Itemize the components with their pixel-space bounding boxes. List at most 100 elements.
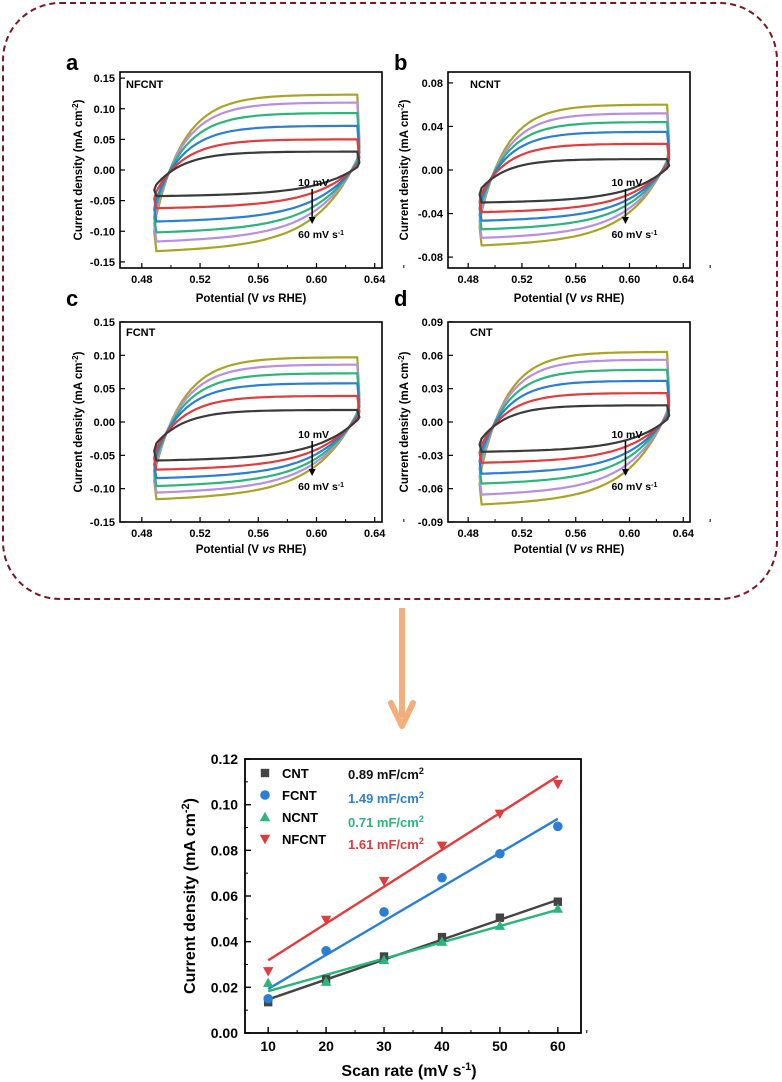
x-tick-label: 30 — [376, 1038, 392, 1054]
point-fcnt — [495, 848, 505, 859]
x-tick-label: 0.64 — [364, 528, 386, 540]
legend-marker-fcnt — [260, 790, 270, 800]
scan-rate-ylabel: Current density (mA cm-2) — [180, 798, 199, 994]
panel-c-curves — [153, 356, 361, 501]
y-tick-label: 0.09 — [422, 317, 443, 329]
cv-loop-20mv — [478, 142, 671, 214]
panel-a-title: NFCNT — [126, 79, 164, 91]
panel-b-xlabel: Potential (V vs RHE) — [514, 293, 625, 305]
point-nfcnt — [320, 915, 332, 926]
panel-d-annot-60mv: 60 mV s-1 — [611, 481, 657, 493]
point-fcnt — [437, 872, 447, 883]
cv-loop-10mv — [153, 150, 361, 198]
cv-loop-10mv — [153, 408, 361, 462]
x-tick-label: 0.60 — [619, 274, 640, 286]
y-tick-label: 0.15 — [94, 317, 115, 329]
panel-b-curves — [478, 103, 671, 247]
y-tick-label: -0.10 — [90, 484, 115, 496]
panel-b-annot-60mv: 60 mV s-1 — [611, 229, 657, 241]
point-fcnt — [553, 821, 563, 832]
y-tick-label: 0.04 — [422, 121, 444, 133]
y-tick-label: 0.06 — [422, 350, 443, 362]
point-ncnt — [320, 976, 332, 986]
y-tick-label: 0.15 — [94, 73, 115, 85]
y-tick-label: 0.06 — [211, 888, 238, 904]
x-tick-label: 10 — [260, 1038, 276, 1054]
capacitance-nfcnt: 1.61 mF/cm2 — [348, 836, 424, 852]
scan-rate-legend: CNT FCNT NCNT NFCNT 0.89 mF/cm2 1.49 mF/… — [259, 766, 424, 852]
y-tick-label: -0.05 — [90, 450, 115, 462]
y-tick-label: 0.00 — [211, 1025, 238, 1041]
legend-marker-nfcnt — [259, 834, 271, 845]
point-nfcnt — [494, 809, 506, 819]
point-ncnt — [378, 954, 390, 965]
panel-d-title: CNT — [470, 327, 493, 339]
panel-group-frame — [2, 2, 778, 600]
x-tick-label: 20 — [318, 1038, 334, 1054]
panel-a-curves — [153, 93, 361, 253]
scan-rate-xlabel: Scan rate (mV s-1) — [341, 1061, 476, 1080]
legend-label-ncnt: NCNT — [282, 810, 318, 825]
panel-b-title: NCNT — [470, 79, 501, 91]
scan-rate-axes — [244, 758, 582, 1034]
scan-arrow-head — [621, 217, 629, 224]
y-tick-label: 0.00 — [422, 417, 443, 429]
x-tick-label: 0.56 — [248, 528, 269, 540]
panel-d-axes — [447, 321, 691, 523]
panel-c-title: FCNT — [126, 327, 156, 339]
x-tick-label: 0.48 — [457, 528, 478, 540]
x-tick-label: 0.48 — [131, 528, 152, 540]
y-tick-label: 0.02 — [211, 979, 238, 995]
capacitance-cnt: 0.89 mF/cm2 — [348, 766, 424, 782]
panel-d-ylabel: Current density (mA cm-2) — [397, 351, 412, 492]
y-tick-label: 0.00 — [94, 417, 115, 429]
panel-letter-a: a — [66, 50, 79, 75]
panel-d-scan-arrow — [621, 441, 629, 476]
panel-a-axes — [119, 71, 383, 269]
point-ncnt — [552, 903, 564, 913]
panel-c-axes — [119, 321, 383, 523]
panel-b-ylabel: Current density (mA cm-2) — [397, 99, 412, 240]
x-tick-label: 0.48 — [131, 274, 152, 286]
y-tick-label: 0.10 — [94, 350, 115, 362]
y-tick-label: -0.03 — [418, 450, 443, 462]
scan-rate-fit-lines — [267, 775, 559, 1001]
x-tick-label: 0.64 — [364, 274, 386, 286]
capacitance-fcnt: 1.49 mF/cm2 — [348, 790, 424, 806]
capacitance-ncnt: 0.71 mF/cm2 — [348, 814, 424, 830]
panel-b-scan-arrow — [621, 189, 629, 224]
y-tick-label: 0.08 — [211, 842, 238, 858]
point-cnt — [553, 897, 563, 906]
y-tick-label: -0.08 — [418, 252, 443, 264]
fit-line-fcnt — [267, 817, 559, 990]
panel-c-annot-60mv: 60 mV s-1 — [298, 481, 344, 493]
panel-a-xlabel: Potential (V vs RHE) — [196, 293, 307, 305]
y-tick-label: 0.10 — [94, 104, 115, 116]
cv-loop-10mv — [478, 404, 671, 453]
point-nfcnt — [436, 841, 448, 851]
y-tick-label: -0.10 — [90, 226, 115, 238]
y-tick-label: 0.10 — [211, 797, 238, 813]
arrow-head — [388, 700, 416, 729]
panel-letter-c: c — [66, 286, 78, 311]
cv-loop-20mv — [153, 394, 361, 471]
point-ncnt — [262, 977, 274, 987]
x-tick-label: 50 — [492, 1038, 508, 1054]
panel-a-scan-arrow — [308, 189, 316, 224]
panel-b-annot-10mv: 10 mV — [611, 177, 642, 189]
y-tick-label: 0.03 — [422, 384, 443, 396]
scan-arrow-head — [308, 217, 316, 224]
panel-c-scan-arrow — [308, 441, 316, 476]
x-tick-label: 0.64 — [673, 274, 695, 286]
y-tick-label: 0.00 — [94, 165, 115, 177]
panel-letter-d: d — [394, 286, 407, 311]
scan-rate-points — [262, 779, 564, 1007]
y-tick-label: -0.05 — [90, 196, 115, 208]
